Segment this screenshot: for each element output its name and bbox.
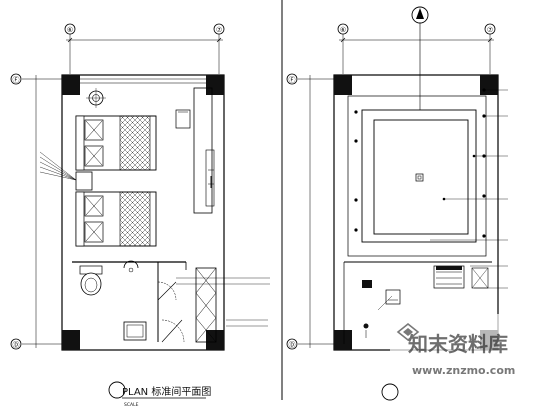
toilet [79,265,103,296]
tv-cabinet [205,149,215,207]
grid-label-row-f: Ⓕ [13,76,20,84]
column-bottom-right [206,330,224,350]
column-top-right [206,75,224,95]
plan-scale: SCALE [124,402,139,408]
watermark-url: www.znzmo.com [412,364,515,377]
grid-bubble-row-f [286,73,298,85]
exhaust-fan-icon [362,280,372,288]
door-leaf [157,281,177,301]
smoke-detector-icon [363,323,369,329]
column-bottom-left [334,330,352,350]
grid-label-col-7: ⑦ [487,26,493,34]
column-top-left [62,75,80,95]
watermark-brand: 知末资料库 [408,332,508,356]
grid-label-row-f: Ⓕ [289,76,296,84]
column-top-right [480,75,498,95]
floor-plan: ⑥ ⑦ Ⓕ Ⓓ [10,23,270,408]
grid-bubble-row-d [286,338,298,350]
plan-title-block: PLAN 标准间平面图 SCALE [108,381,211,408]
downlight-icon [354,110,358,114]
row-grid-ceiling: Ⓕ Ⓓ [286,73,334,350]
wash-basin [123,260,139,273]
downlight-icon [354,139,358,143]
desk-chair [175,109,191,129]
brand-logo-icon [396,322,420,342]
downlight-icon [482,234,486,238]
ceiling-bulkhead [347,95,487,257]
grid-label-col-6: ⑥ [340,26,346,34]
annotation-leaders-left [39,151,77,181]
grid-bubble-row-f [10,73,22,85]
column-bottom-left [62,330,80,350]
grid-label-row-d: Ⓓ [289,341,296,349]
grid-label-col-6: ⑥ [67,26,73,34]
bed-2 [75,191,157,247]
title-bubble [108,381,126,399]
access-panel [385,289,401,305]
ceiling-annotation-leaders [377,89,508,311]
wardrobe [195,267,217,343]
column-top-left [334,75,352,95]
entry-door-leaf [161,319,183,343]
annotation-leaders-right [176,277,270,327]
north-arrow-icon [411,6,429,115]
downlight-icon [354,198,358,202]
bed-throw [119,115,151,171]
nightstand [75,171,93,191]
shower-tray [123,321,147,341]
grid-label-row-d: Ⓓ [13,341,20,349]
grid-label-col-7: ⑦ [216,26,222,34]
desk-counter [175,87,215,214]
plan-title: PLAN 标准间平面图 [122,385,211,398]
downlight-icon [354,228,358,232]
ceiling-title-bubble [381,383,399,401]
bed-1 [75,115,157,171]
room-outline [61,74,225,351]
column-grid-left-plan: ⑥ ⑦ [64,23,225,74]
side-table [86,88,106,108]
watermark-logo: 知末资料库 www.znzmo.com [390,314,554,378]
bed-throw [119,191,151,247]
grid-bubble-row-d [10,338,22,350]
ceiling-light-icon [415,173,424,182]
downlight-icon [482,194,486,198]
row-grid-left-plan: Ⓕ Ⓓ [10,73,62,350]
ceiling-plan: ⑥ ⑦ Ⓕ Ⓓ [286,6,508,401]
column-grid-ceiling: ⑥ ⑦ [337,23,496,74]
